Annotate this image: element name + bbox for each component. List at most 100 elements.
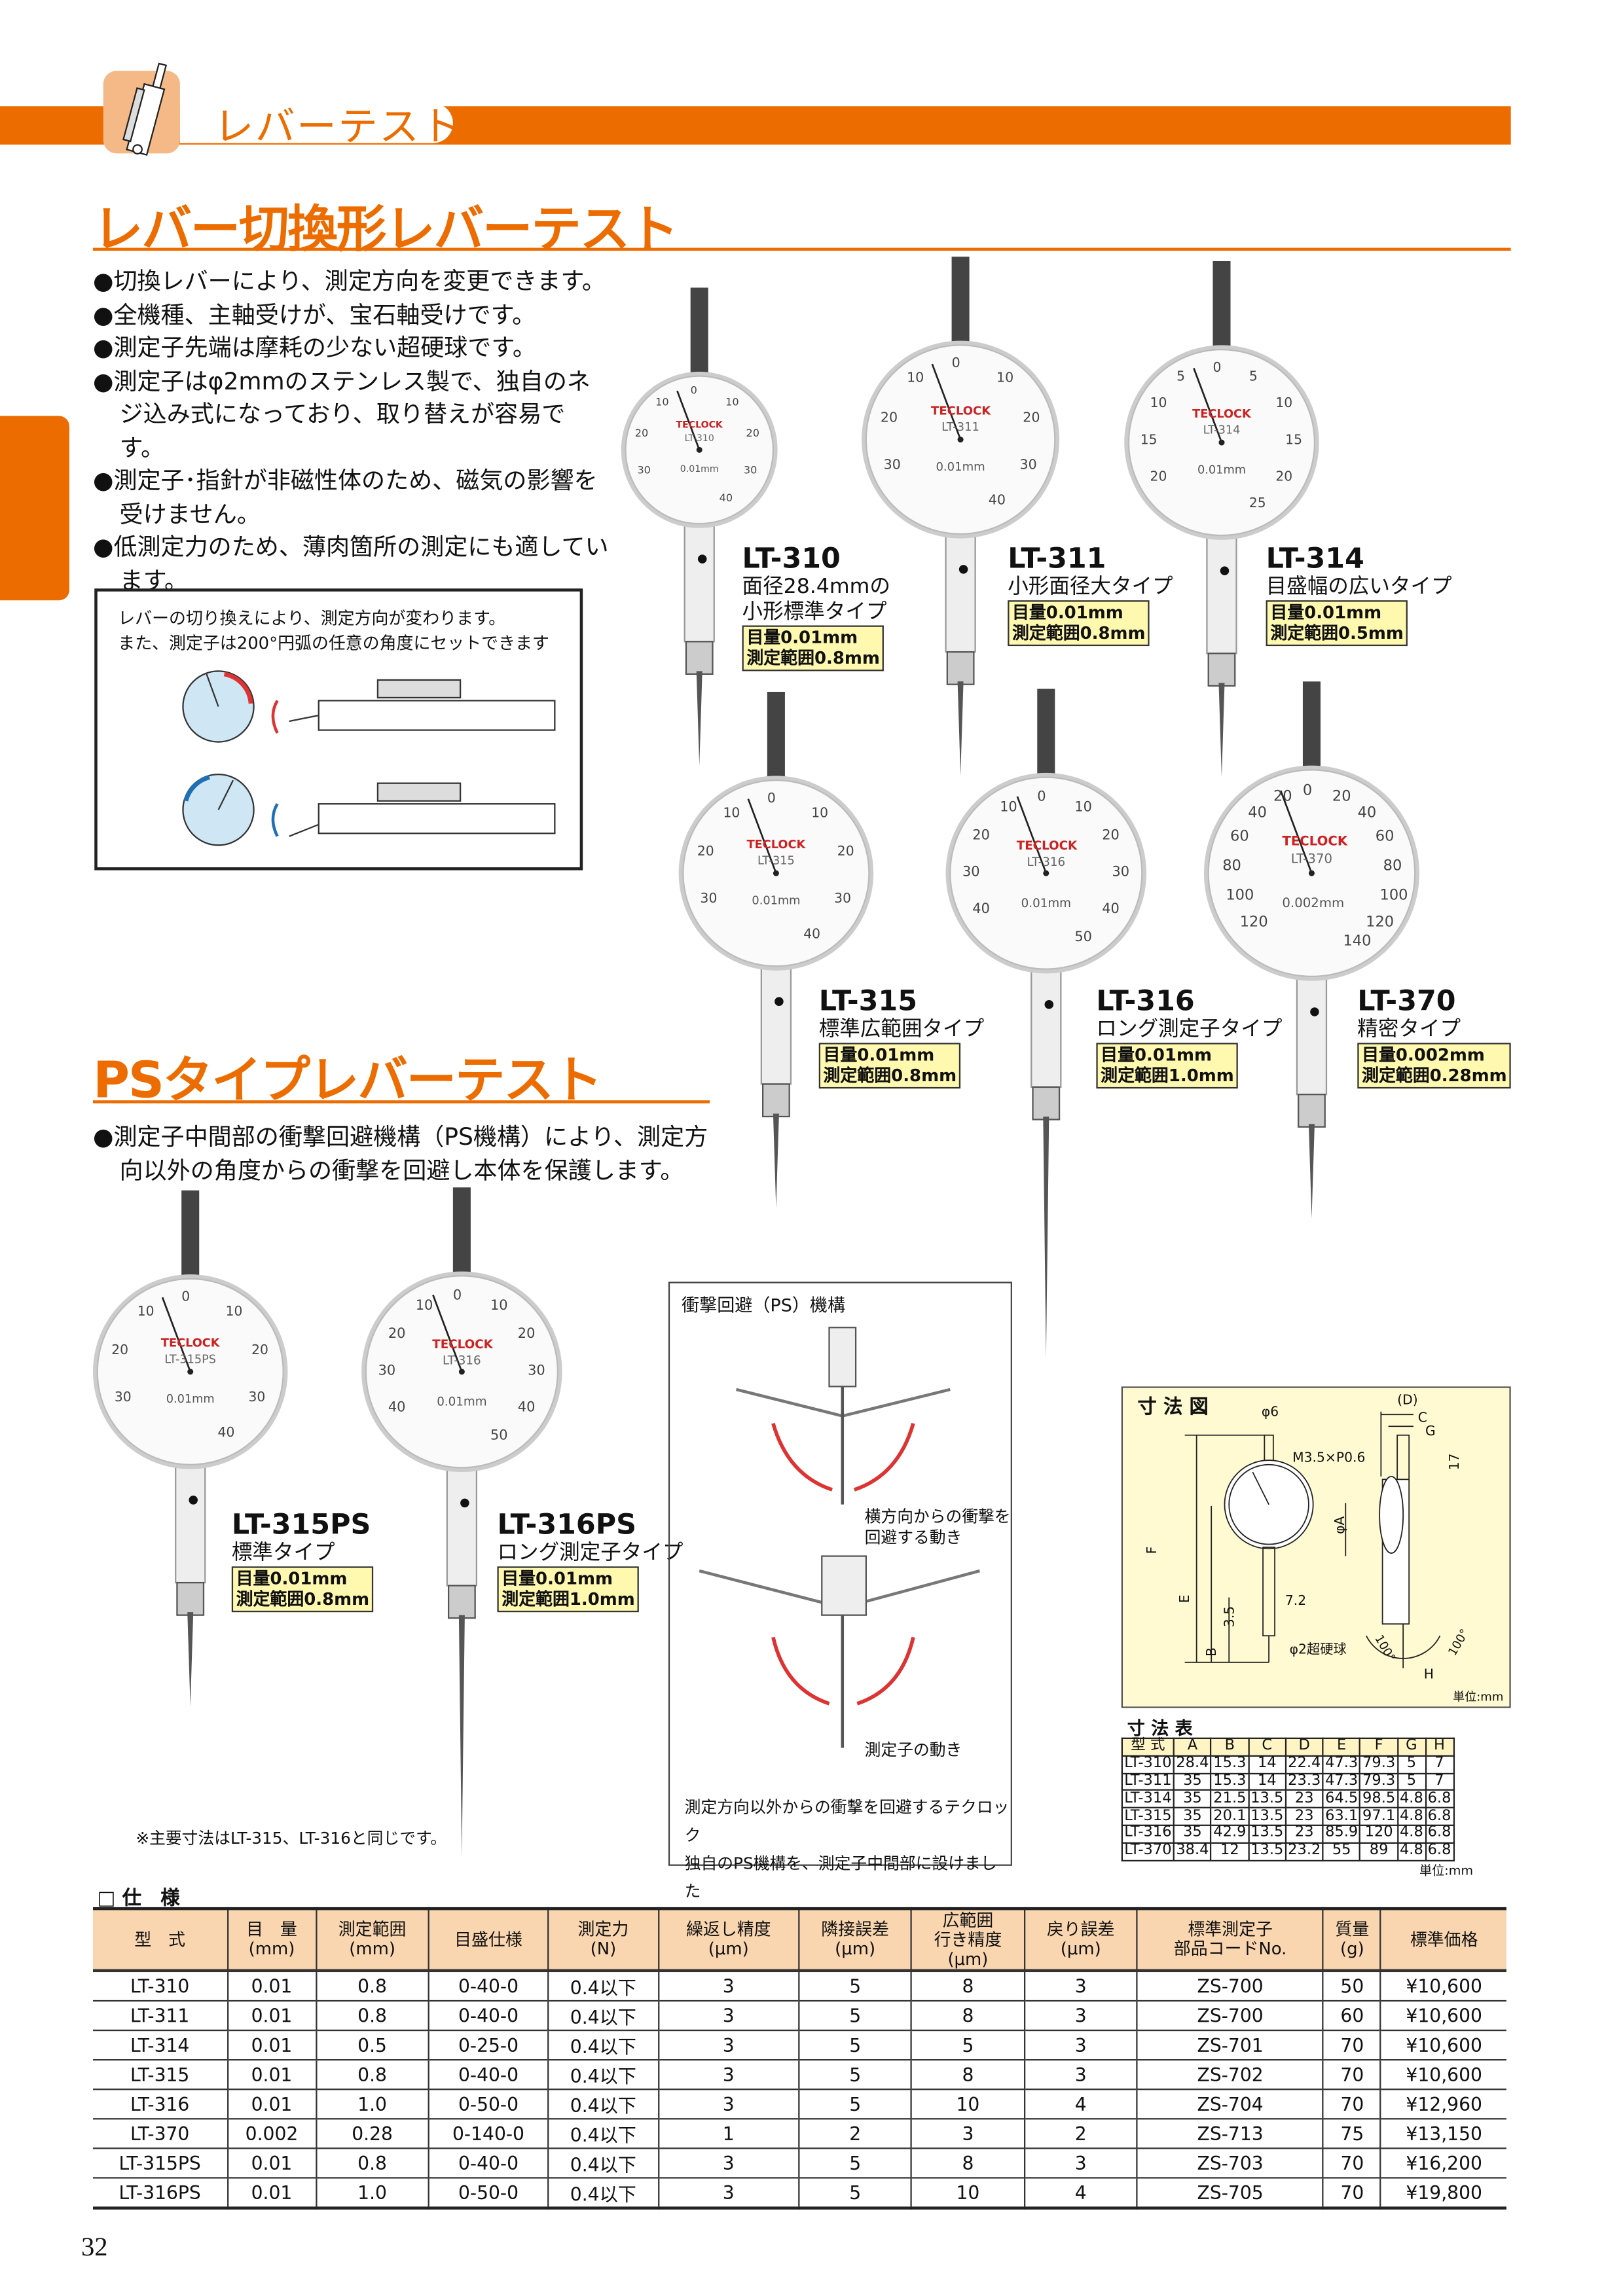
dial-number: 15 xyxy=(1140,433,1158,449)
table-cell: 0.5 xyxy=(315,2029,429,2060)
dial-number: 40 xyxy=(1102,901,1120,918)
dial-number: 80 xyxy=(1222,858,1241,875)
dial-number: 40 xyxy=(217,1426,235,1441)
dial-number: 30 xyxy=(700,891,718,907)
table-cell: 7 xyxy=(1425,1772,1454,1791)
model-description: ロング測定子タイプ xyxy=(497,1541,684,1566)
table-cell: ZS-704 xyxy=(1136,2089,1324,2119)
table-cell: LT-310 xyxy=(1121,1755,1175,1774)
table-cell: 1 xyxy=(657,2118,799,2149)
table-cell: 5 xyxy=(797,2029,912,2060)
table-cell: 50 xyxy=(1322,1969,1381,2001)
dial-number: 20 xyxy=(634,426,649,440)
dial-brand: TECLOCK xyxy=(746,838,806,852)
dial-dial-code: LT-316 xyxy=(1027,853,1066,869)
table-cell: 0.01 xyxy=(227,2147,316,2178)
dim-label: H xyxy=(1423,1668,1434,1683)
table-cell: LT-315PS xyxy=(92,2147,228,2178)
lever-direction-illustration xyxy=(182,670,556,846)
model-name: LT-314 xyxy=(1266,543,1364,575)
table-cell: 0-140-0 xyxy=(428,2118,549,2149)
column-header: C xyxy=(1247,1737,1286,1757)
dial-number: 10 xyxy=(811,806,829,822)
spec-line: 測定範囲0.8mm xyxy=(746,647,880,668)
spec-line: 目量0.002mm xyxy=(1362,1044,1485,1066)
dim-label: F xyxy=(1146,1546,1161,1554)
spec-line: 測定範囲0.5mm xyxy=(1270,621,1404,643)
dial-number: 10 xyxy=(1150,397,1167,412)
table-cell: ¥10,600 xyxy=(1380,2029,1506,2060)
ps-mechanism-box: 衝撃回避（PS）機構 横方向からの衝撃を回避する動き 測定子の動き 測定方向以外… xyxy=(668,1282,1012,1901)
unit-label: 単位:mm xyxy=(1419,1864,1474,1880)
ps-label: 測定子の動き xyxy=(864,1740,962,1760)
table-cell: 42.9 xyxy=(1210,1824,1249,1844)
gauge-drawing xyxy=(1203,681,1419,1219)
dial-unit: 0.01mm xyxy=(936,460,985,474)
dial-number: 20 xyxy=(697,845,714,861)
dial-number: 100 xyxy=(1226,888,1254,905)
dial-number: 5 xyxy=(1249,370,1258,386)
table-cell: 14 xyxy=(1247,1772,1286,1791)
table-cell: ¥10,600 xyxy=(1380,2059,1506,2090)
side-index-tab xyxy=(0,416,69,601)
table-cell: 70 xyxy=(1322,2177,1381,2208)
table-cell: 15.3 xyxy=(1210,1755,1249,1774)
table-cell: 70 xyxy=(1322,2089,1381,2119)
table-cell: 3 xyxy=(657,2000,799,2031)
table-cell: 3 xyxy=(657,2029,799,2060)
dimension-table-title: 寸 法 表 xyxy=(1127,1718,1193,1739)
table-cell: 47.3 xyxy=(1322,1755,1361,1774)
table-cell: 70 xyxy=(1322,2147,1381,2178)
ps-caption: 独自のPS機構を、測定子中間部に設けました xyxy=(684,1854,997,1901)
ps-caption: 測定方向以外からの衝撃を回避するテクロック xyxy=(684,1798,1010,1846)
dial-number: 10 xyxy=(1074,799,1092,816)
ps-label: 回避する動き xyxy=(864,1528,962,1548)
table-cell: ZS-700 xyxy=(1136,2000,1324,2031)
table-cell: 14 xyxy=(1247,1755,1286,1774)
dim-label: (D) xyxy=(1397,1393,1418,1409)
dial-number: 20 xyxy=(517,1325,536,1342)
table-cell: 15.3 xyxy=(1210,1772,1249,1791)
table-cell: 63.1 xyxy=(1322,1807,1361,1826)
gauge-drawing xyxy=(92,1190,288,1707)
dial-number: 140 xyxy=(1343,934,1372,950)
model-description: 標準広範囲タイプ xyxy=(818,1017,985,1042)
model-name: LT-316PS xyxy=(497,1509,636,1542)
table-cell: 0-50-0 xyxy=(428,2177,549,2208)
dial-number: 10 xyxy=(723,806,740,822)
table-cell: LT-316PS xyxy=(92,2177,228,2208)
dial-number: 20 xyxy=(880,411,898,427)
table-cell: 35 xyxy=(1173,1772,1213,1791)
table-cell: 20.1 xyxy=(1210,1807,1249,1826)
table-cell: 1.0 xyxy=(315,2177,429,2208)
model-name: LT-370 xyxy=(1357,985,1456,1018)
table-cell: 28.4 xyxy=(1173,1755,1213,1774)
spec-line: 目量0.01mm xyxy=(1012,601,1123,623)
column-header: B xyxy=(1210,1737,1249,1757)
table-cell: ¥16,200 xyxy=(1380,2147,1506,2178)
column-header: 広範囲 行き精度 (μm) xyxy=(911,1909,1025,1971)
model-name: LT-310 xyxy=(742,543,841,575)
dial-unit: 0.01mm xyxy=(437,1393,487,1408)
table-cell: 21.5 xyxy=(1210,1789,1249,1809)
